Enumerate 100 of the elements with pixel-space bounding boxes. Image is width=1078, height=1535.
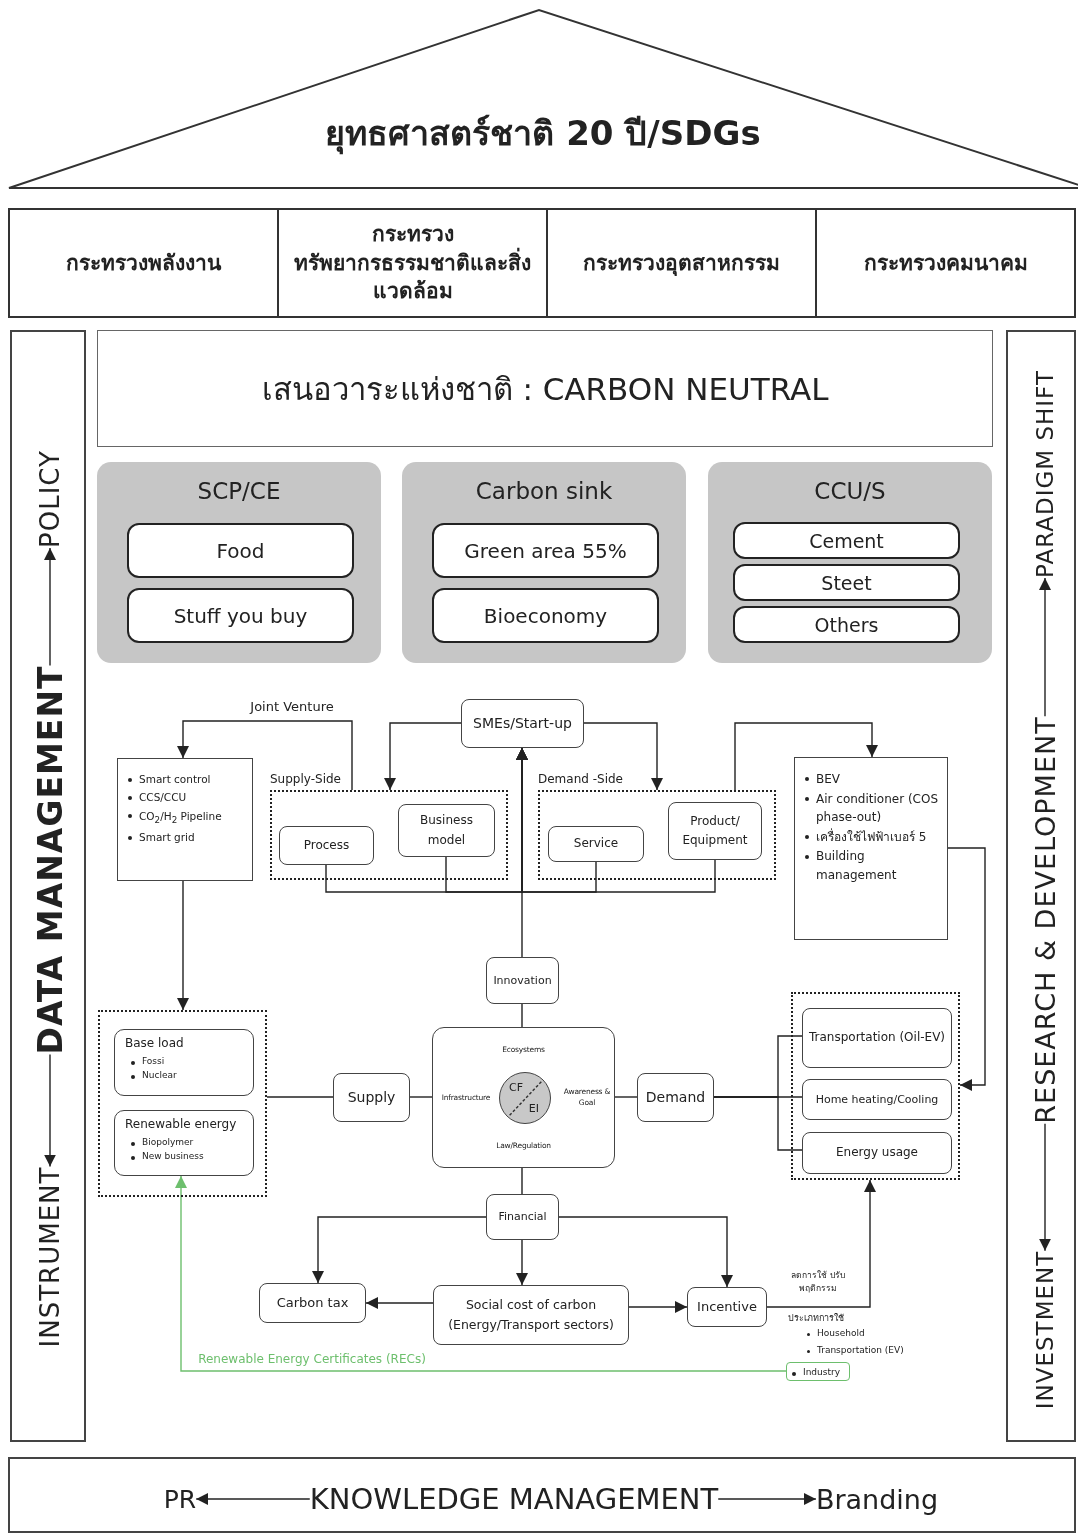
- box-label: Financial: [498, 1209, 547, 1226]
- box-label: Home heating/Cooling: [815, 1091, 939, 1108]
- connector-line: [409, 1096, 433, 1098]
- box-label: SMEs/Start-up: [473, 714, 572, 734]
- item-pill: [733, 564, 960, 601]
- note-text: Transportation (EV): [806, 1345, 904, 1355]
- list-item: Building management: [803, 847, 941, 885]
- list-item: เครื่องใช้ไฟฟ้าเบอร์ 5: [803, 827, 941, 847]
- bullet-list-box: [117, 758, 253, 881]
- ministry-name: กระทรวงคมนาคม: [863, 249, 1028, 277]
- rounded-box: [279, 826, 374, 865]
- connector-line: [521, 1167, 523, 1195]
- arrow: [583, 722, 663, 791]
- list-item: BEV: [803, 770, 941, 789]
- note-text: Household: [806, 1328, 865, 1338]
- arrow: [516, 747, 528, 958]
- arrow: [44, 547, 56, 667]
- box-label: Others: [814, 613, 879, 636]
- tag-box: [786, 1362, 850, 1381]
- arrow: [717, 1493, 817, 1505]
- ecosystem-box: [432, 1027, 615, 1168]
- pillar-frame: [10, 330, 86, 1442]
- arrow: [766, 1179, 876, 1308]
- rounded-box: [486, 1194, 559, 1240]
- arrow: [1039, 1122, 1051, 1252]
- category-panel: [97, 462, 381, 663]
- box-label: Product/ Equipment: [681, 812, 749, 849]
- arrow: [175, 1175, 787, 1372]
- rounded-box: [486, 957, 559, 1004]
- box-label: Business model: [419, 812, 474, 849]
- arrow: [177, 720, 353, 791]
- pillar-label: PARADIGM SHIFT: [1033, 370, 1057, 578]
- item-pill: [432, 588, 659, 643]
- box-label: Innovation: [493, 972, 552, 989]
- roof-title: ยุทธศาสตร์ชาติ 20 ปี/SDGs: [325, 112, 761, 157]
- panel-heading: CCU/S: [813, 478, 887, 504]
- list-item: New business: [129, 1150, 245, 1164]
- rounded-box: [333, 1073, 410, 1122]
- rounded-box: [802, 1079, 952, 1120]
- rounded-box: [668, 802, 762, 860]
- base-bar: [8, 1457, 1076, 1533]
- rounded-box: [548, 826, 644, 862]
- dashed-group: [98, 1010, 267, 1197]
- pillar-label: POLICY: [37, 450, 63, 548]
- list-item: Smart grid: [126, 829, 246, 846]
- list-item: Biopolymer: [129, 1136, 245, 1150]
- rounded-box: [687, 1287, 767, 1327]
- box-label: Bioeconomy: [483, 603, 608, 628]
- arrow: [384, 722, 462, 791]
- arrow: [516, 1239, 528, 1286]
- connector-line: [521, 1003, 523, 1028]
- edge-label: Renewable Energy Certificates (RECs): [198, 1350, 426, 1368]
- pillar-frame: [1006, 330, 1076, 1442]
- item-pill: [127, 588, 354, 643]
- ministry-name: กระทรวงพลังงาน: [66, 249, 221, 277]
- pillar-label: DATA MANAGEMENT: [33, 665, 67, 1055]
- banner-title: เสนอวาระแห่งชาติ : CARBON NEUTRAL: [261, 369, 829, 409]
- item-pill: [733, 522, 960, 559]
- bullet-list-box: [794, 757, 948, 940]
- bar-label: KNOWLEDGE MANAGEMENT: [309, 1484, 719, 1514]
- note-text: ประเภทการใช้: [788, 1312, 844, 1325]
- ministry-name: กระทรวงทรัพยากรธรรมชาติและสิ่งแวดล้อม: [293, 221, 532, 306]
- rounded-box: [637, 1073, 714, 1122]
- box-label: Cement: [809, 529, 884, 552]
- list-heading: Base load: [125, 1035, 185, 1052]
- list-item: CO$_{2}$/H$_{2}$ Pipeline: [126, 807, 246, 828]
- rounded-box: [802, 1132, 952, 1174]
- ministry-cell: [546, 208, 817, 318]
- box-label: Transportation (Oil-EV): [808, 1029, 946, 1047]
- box-label: Service: [573, 835, 619, 853]
- connector-line: [614, 1096, 638, 1098]
- connector-line: [266, 1096, 334, 1098]
- tag-label: Industry: [790, 1366, 841, 1377]
- category-panel: [402, 462, 686, 663]
- arrow: [44, 1053, 56, 1168]
- box-label: Stuff you buy: [173, 603, 308, 628]
- circle-label: EI: [528, 1102, 539, 1115]
- dashed-group: [791, 992, 960, 1180]
- rounded-box: [461, 699, 584, 748]
- rounded-box: [802, 1008, 952, 1068]
- list-item: Fossi: [129, 1055, 245, 1069]
- item-pill: [432, 523, 659, 578]
- pillar-label: RESEARCH & DEVELOPMENT: [1031, 716, 1059, 1124]
- ministry-name: กระทรวงอุตสาหกรรม: [583, 249, 780, 278]
- ministry-cell: [8, 208, 279, 318]
- arrow: [365, 1297, 434, 1309]
- rounded-box: [398, 804, 495, 857]
- arrow: [195, 1493, 311, 1505]
- bullet-list-box: [114, 1029, 254, 1096]
- list-item: Smart control: [126, 771, 246, 788]
- bar-label: PR: [163, 1486, 197, 1512]
- item-pill: [733, 606, 960, 643]
- box-label: Carbon tax: [276, 1293, 349, 1312]
- list-heading: Renewable energy: [125, 1116, 238, 1133]
- box-label: Steet: [821, 571, 872, 594]
- box-label: Food: [216, 538, 265, 563]
- item-pill: [127, 523, 354, 578]
- ministry-cell: [277, 208, 548, 318]
- pillar-label: INSTRUMENT: [37, 1166, 63, 1348]
- box-label: Green area 55%: [464, 538, 627, 563]
